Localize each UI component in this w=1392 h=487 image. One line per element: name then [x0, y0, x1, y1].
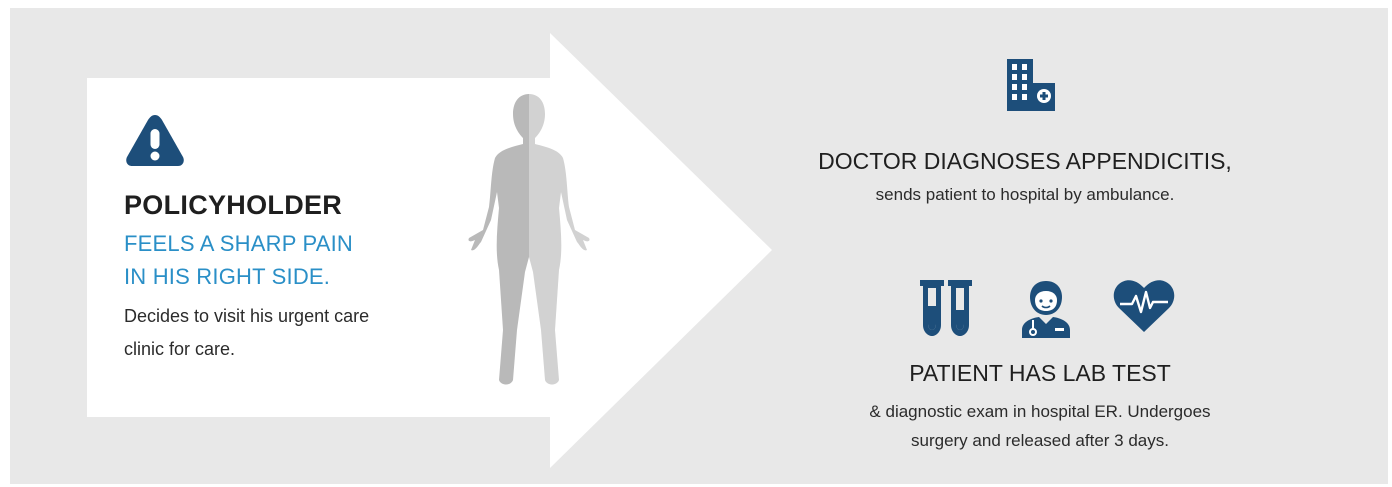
lab-body-line-2: surgery and released after 3 days. [790, 427, 1290, 455]
warning-icon [124, 112, 186, 168]
test-tubes-icon [918, 278, 974, 338]
policyholder-body-line-1: Decides to visit his urgent care [124, 306, 369, 327]
lab-body-line-1: & diagnostic exam in hospital ER. Underg… [790, 398, 1290, 426]
doctor-icon [1017, 278, 1075, 340]
lab-title: PATIENT HAS LAB TEST [820, 360, 1260, 387]
policyholder-highlight-line-1: FEELS A SHARP PAIN [124, 231, 353, 257]
hospital-icon [1005, 57, 1057, 113]
diagnosis-title: DOCTOR DIAGNOSES APPENDICITIS, [790, 148, 1260, 175]
policyholder-title: POLICYHOLDER [124, 190, 342, 221]
heart-rate-icon [1112, 278, 1176, 334]
diagnosis-body: sends patient to hospital by ambulance. [790, 185, 1260, 205]
human-body-icon [449, 92, 609, 392]
policyholder-highlight-line-2: IN HIS RIGHT SIDE. [124, 264, 330, 290]
policyholder-body-line-2: clinic for care. [124, 339, 235, 360]
